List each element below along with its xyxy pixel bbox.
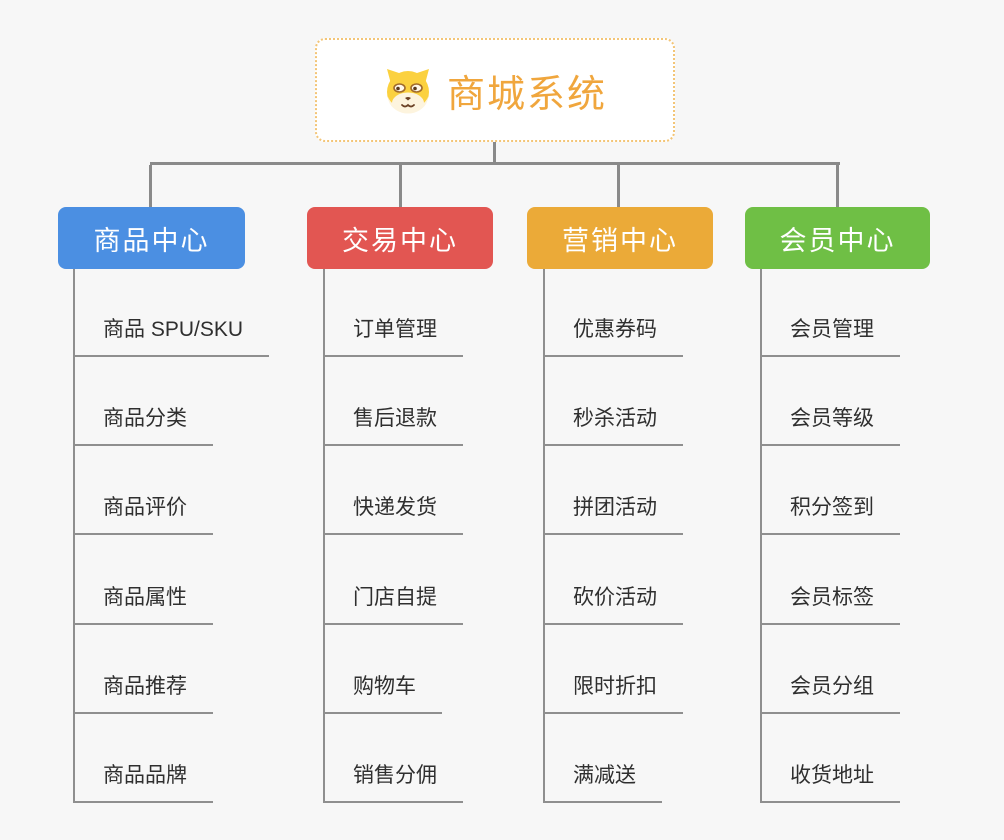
child-topic[interactable]: 限时折扣 xyxy=(543,672,683,714)
child-topic[interactable]: 商品评价 xyxy=(73,493,213,535)
child-topic[interactable]: 积分签到 xyxy=(760,493,900,535)
child-topic[interactable]: 订单管理 xyxy=(323,315,463,357)
child-topic[interactable]: 砍价活动 xyxy=(543,583,683,625)
branch-label: 商品中心 xyxy=(93,225,210,256)
branch-marketing-center[interactable]: 营销中心 xyxy=(527,207,713,269)
branch-label: 会员中心 xyxy=(779,225,896,256)
child-topic[interactable]: 满减送 xyxy=(543,761,662,803)
child-topic[interactable]: 销售分佣 xyxy=(323,761,463,803)
branch-vertical-line xyxy=(73,269,75,803)
child-topic[interactable]: 会员标签 xyxy=(760,583,900,625)
child-topic[interactable]: 商品属性 xyxy=(73,583,213,625)
connector-drop xyxy=(617,165,620,207)
connector-drop xyxy=(149,165,152,207)
root-topic-label: 商城系统 xyxy=(446,73,607,116)
child-topic[interactable]: 快递发货 xyxy=(323,493,463,535)
connector-horizontal xyxy=(150,162,840,165)
branch-vertical-line xyxy=(543,269,545,803)
child-topic[interactable]: 商品 SPU/SKU xyxy=(73,315,270,357)
branch-vertical-line xyxy=(323,269,325,803)
dog-face-icon xyxy=(383,66,433,114)
child-topic[interactable]: 购物车 xyxy=(323,672,442,714)
child-topic[interactable]: 会员分组 xyxy=(760,672,900,714)
child-topic[interactable]: 商品品牌 xyxy=(73,761,213,803)
branch-label: 营销中心 xyxy=(562,225,678,256)
connector-drop xyxy=(399,165,402,207)
child-topic[interactable]: 商品推荐 xyxy=(73,672,213,714)
branch-vertical-line xyxy=(760,269,762,803)
child-topic[interactable]: 商品分类 xyxy=(73,404,213,446)
child-topic[interactable]: 会员管理 xyxy=(760,315,900,357)
child-topic[interactable]: 秒杀活动 xyxy=(543,404,683,446)
branch-label: 交易中心 xyxy=(342,225,458,256)
child-topic[interactable]: 拼团活动 xyxy=(543,493,683,535)
connector-root-stub xyxy=(493,141,496,163)
connector-drop xyxy=(836,165,839,207)
child-topic[interactable]: 售后退款 xyxy=(323,404,463,446)
branch-trade-center[interactable]: 交易中心 xyxy=(307,207,493,269)
child-topic[interactable]: 门店自提 xyxy=(323,583,463,625)
branch-member-center[interactable]: 会员中心 xyxy=(745,207,930,269)
root-topic[interactable]: 商城系统 xyxy=(315,38,675,142)
child-topic[interactable]: 收货地址 xyxy=(760,761,900,803)
child-topic[interactable]: 优惠券码 xyxy=(543,315,683,357)
child-topic[interactable]: 会员等级 xyxy=(760,404,900,446)
branch-product-center[interactable]: 商品中心 xyxy=(58,207,245,269)
